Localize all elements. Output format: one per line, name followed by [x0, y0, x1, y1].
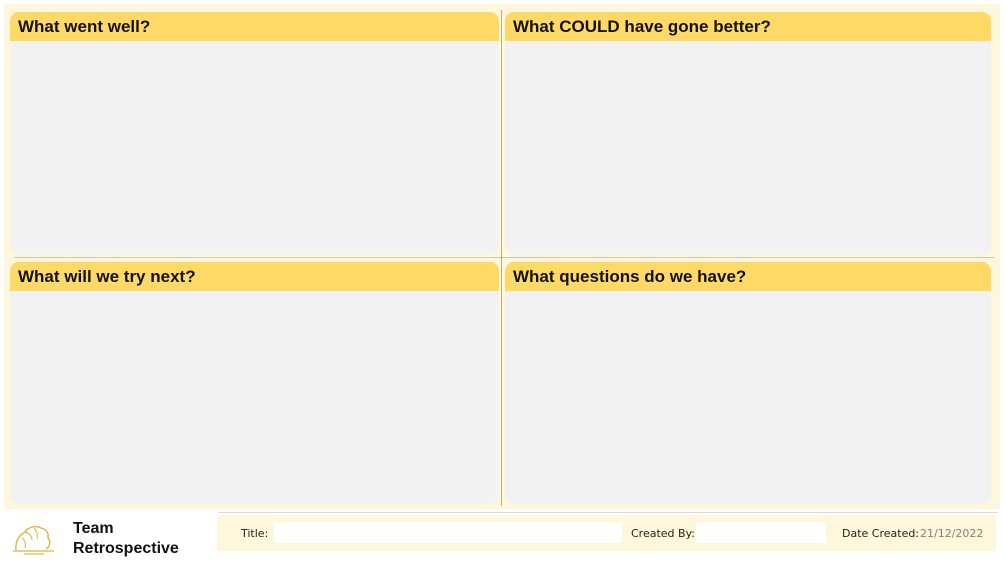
horizontal-divider — [14, 257, 994, 258]
footer-title-line-1: Team — [73, 520, 114, 537]
quadrant-questions[interactable]: What questions do we have? — [505, 262, 991, 504]
quadrant-try-next-title: What will we try next? — [10, 262, 499, 291]
created-by-label: Created By: — [631, 527, 695, 540]
footer-separator — [218, 512, 998, 513]
brand-logo-icon — [13, 525, 54, 555]
footer-page-title: Team Retrospective — [73, 519, 179, 559]
date-created-value[interactable]: 21/12/2022 — [920, 527, 984, 540]
quadrant-went-well[interactable]: What went well? — [10, 12, 499, 255]
quadrant-could-be-better[interactable]: What COULD have gone better? — [505, 12, 991, 255]
footer-title-line-2: Retrospective — [73, 540, 179, 557]
title-label: Title: — [241, 527, 269, 540]
quadrant-try-next[interactable]: What will we try next? — [10, 262, 499, 504]
title-field[interactable] — [274, 522, 622, 543]
quadrant-questions-title: What questions do we have? — [505, 262, 991, 291]
vertical-divider — [501, 10, 502, 506]
quadrant-went-well-title: What went well? — [10, 12, 499, 41]
created-by-field[interactable] — [696, 522, 826, 543]
quadrant-could-be-better-title: What COULD have gone better? — [505, 12, 991, 41]
date-created-label: Date Created: — [842, 527, 920, 540]
